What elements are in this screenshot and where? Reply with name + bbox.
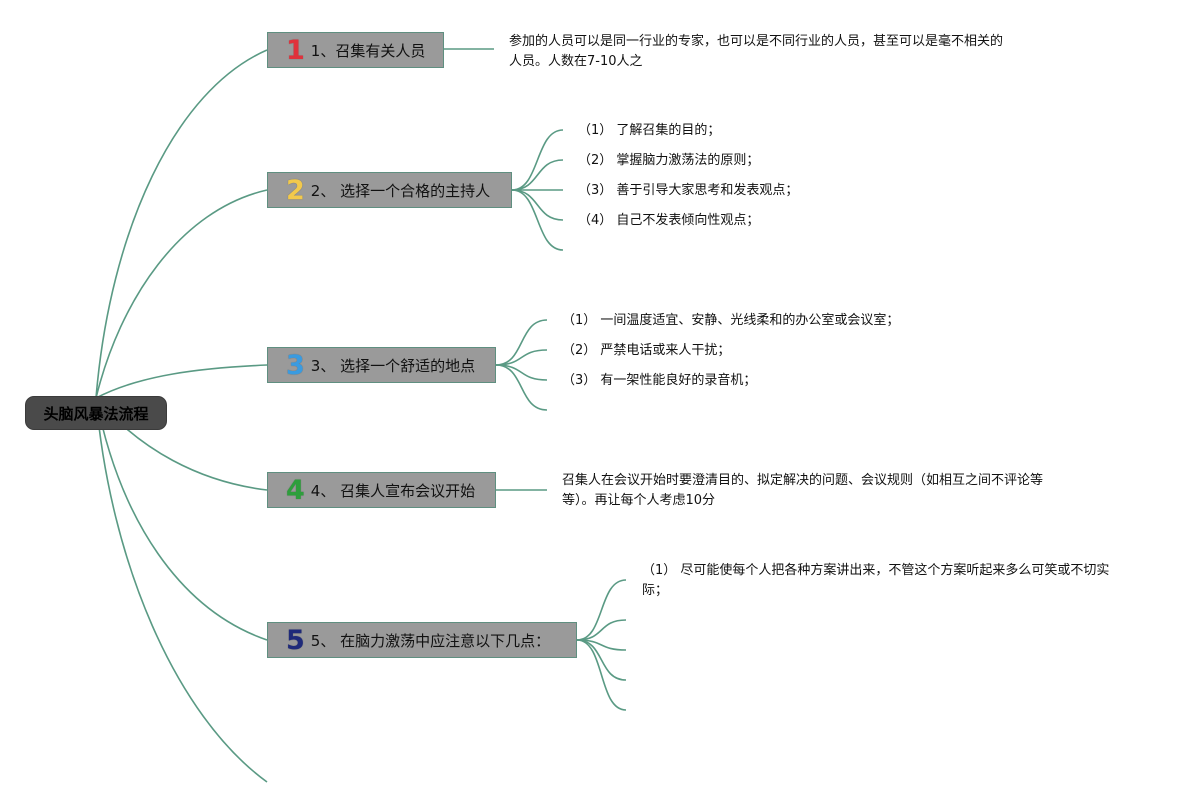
branch-node-3[interactable]: 3 3、 选择一个舒适的地点 (267, 347, 496, 383)
connector-line-14 (495, 349, 548, 366)
root-node[interactable]: 头脑风暴法流程 (25, 396, 167, 430)
connector-line-9 (511, 159, 564, 191)
number-2-icon: 2 (286, 174, 305, 206)
branch-node-5[interactable]: 5 5、 在脑力激荡中应注意以下几点： (267, 622, 577, 658)
connector-line-12 (511, 189, 564, 251)
branch-label-1: 1、召集有关人员 (310, 41, 426, 60)
connector-line-15 (495, 364, 548, 381)
branch-label-4: 4、 召集人宣布会议开始 (310, 481, 476, 500)
branch-node-1[interactable]: 1 1、召集有关人员 (267, 32, 444, 68)
branch-2-detail-3: （3） 善于引导大家思考和发表观点； (578, 183, 799, 198)
branch-3-detail-2: （2） 严禁电话或来人干扰； (562, 343, 731, 358)
connector-line-16 (495, 364, 548, 411)
branch-2-detail-4: （4） 自己不发表倾向性观点； (578, 213, 760, 228)
branch-label-5: 5、 在脑力激荡中应注意以下几点： (310, 631, 551, 650)
branch-node-4[interactable]: 4 4、 召集人宣布会议开始 (267, 472, 496, 508)
connector-line-11 (511, 189, 564, 221)
branch-1-detail: 参加的人员可以是同一行业的专家，也可以是不同行业的人员，甚至可以是毫不相关的人员… (509, 34, 1004, 69)
branch-label-3: 3、 选择一个舒适的地点 (310, 356, 476, 375)
connector-line-19 (576, 619, 627, 641)
number-1-icon: 1 (286, 34, 305, 66)
branch-2-detail-2: （2） 掌握脑力激荡法的原则； (578, 153, 760, 168)
number-5-icon: 5 (286, 624, 305, 656)
branch-5-detail-1: （1） 尽可能使每个人把各种方案讲出来，不管这个方案听起来多么可笑或不切实际； (642, 563, 1110, 598)
branch-2-detail-1: （1） 了解召集的目的； (578, 123, 721, 138)
connector-line-18 (576, 579, 627, 641)
number-4-icon: 4 (286, 474, 305, 506)
connector-line-22 (576, 639, 627, 711)
number-3-icon: 3 (286, 349, 305, 381)
connector-line-6 (95, 397, 268, 783)
branch-3-detail-3: （3） 有一架性能良好的录音机； (562, 373, 757, 388)
connector-line-1 (95, 49, 268, 399)
connector-line-8 (511, 129, 564, 191)
connector-line-13 (495, 319, 548, 366)
branch-3-detail-1: （1） 一间温度适宜、安静、光线柔和的办公室或会议室； (562, 313, 900, 328)
branch-label-2: 2、 选择一个合格的主持人 (310, 181, 491, 200)
branch-4-detail: 召集人在会议开始时要澄清目的、拟定解决的问题、会议规则（如相互之间不评论等等）。… (562, 473, 1044, 508)
root-label: 头脑风暴法流程 (43, 404, 149, 423)
connector-line-2 (95, 189, 268, 399)
branch-node-2[interactable]: 2 2、 选择一个合格的主持人 (267, 172, 512, 208)
connector-line-3 (95, 364, 268, 399)
connector-line-5 (95, 397, 268, 641)
